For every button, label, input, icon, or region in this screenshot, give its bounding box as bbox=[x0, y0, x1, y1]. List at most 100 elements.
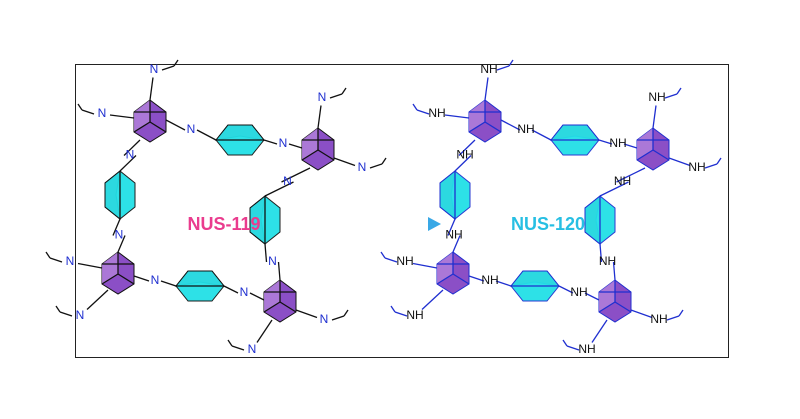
nitrogen-atom-label: N bbox=[187, 122, 196, 136]
bond bbox=[165, 119, 186, 131]
terminal-bond bbox=[161, 65, 175, 71]
bond bbox=[264, 181, 294, 197]
nitrogen-atom-label: NH bbox=[396, 254, 413, 268]
terminal-bond bbox=[381, 157, 387, 165]
terminal-bond bbox=[227, 339, 233, 347]
nitrogen-atom-label: N bbox=[320, 312, 329, 326]
nitrogen-atom-label: NH bbox=[650, 312, 667, 326]
terminal-bond bbox=[496, 65, 510, 71]
bond bbox=[452, 235, 461, 253]
terminal-bond bbox=[630, 309, 653, 319]
terminal-bond bbox=[384, 257, 398, 263]
cage-edge bbox=[301, 149, 319, 161]
terminal-bond bbox=[484, 77, 489, 101]
terminal-bond bbox=[444, 114, 470, 119]
terminal-bond bbox=[664, 93, 678, 99]
bond bbox=[599, 181, 629, 197]
bond bbox=[500, 119, 521, 131]
terminal-bond bbox=[412, 262, 438, 269]
nitrogen-atom-label: N bbox=[151, 273, 160, 287]
cage-edge bbox=[652, 149, 670, 161]
terminal-bond bbox=[668, 157, 691, 167]
reaction-arrow bbox=[345, 217, 441, 231]
bicyclooctane-ring bbox=[174, 270, 226, 302]
bond bbox=[249, 292, 265, 301]
nitrogen-atom-label: N bbox=[66, 254, 75, 268]
terminal-bond bbox=[678, 309, 684, 317]
bond bbox=[616, 167, 646, 183]
bond bbox=[263, 139, 278, 145]
cage-edge bbox=[101, 273, 119, 285]
bond bbox=[117, 235, 126, 253]
terminal-bond bbox=[652, 105, 657, 129]
terminal-bond bbox=[173, 59, 179, 67]
terminal-bond bbox=[295, 309, 318, 319]
bicyclooctane-ring bbox=[549, 124, 601, 156]
adamantane-cage bbox=[468, 99, 502, 143]
nitrogen-atom-label: N bbox=[248, 342, 257, 356]
adamantane-cage bbox=[263, 279, 297, 323]
bicyclooctane-ring bbox=[104, 169, 136, 221]
terminal-bond bbox=[149, 77, 154, 101]
nitrogen-atom-label: NH bbox=[428, 106, 445, 120]
adamantane-cage bbox=[436, 251, 470, 295]
bicyclooctane-ring bbox=[214, 124, 266, 156]
bond bbox=[598, 139, 613, 145]
terminal-bond bbox=[412, 103, 418, 111]
terminal-bond bbox=[86, 289, 109, 310]
bicyclooctane-ring bbox=[584, 194, 616, 246]
cage-edge bbox=[149, 121, 167, 133]
bond bbox=[495, 280, 512, 287]
cage-edge bbox=[263, 301, 281, 313]
bond bbox=[612, 261, 616, 281]
nitrogen-atom-label: NH bbox=[456, 148, 473, 162]
nitrogen-atom-label: N bbox=[358, 160, 367, 174]
terminal-bond bbox=[343, 309, 349, 317]
cage-edge bbox=[317, 149, 335, 161]
terminal-bond bbox=[421, 289, 444, 310]
bond bbox=[454, 155, 472, 172]
bond bbox=[112, 218, 121, 236]
terminal-bond bbox=[666, 315, 680, 321]
nitrogen-atom-label: NH bbox=[570, 285, 587, 299]
nitrogen-atom-label: NH bbox=[599, 254, 616, 268]
nitrogen-atom-label: N bbox=[98, 106, 107, 120]
cage-edge bbox=[468, 121, 486, 133]
cage-edge bbox=[436, 273, 454, 285]
bicyclooctane-ring bbox=[249, 194, 281, 246]
bond bbox=[623, 143, 638, 149]
adamantane-cage bbox=[636, 127, 670, 171]
terminal-bond bbox=[704, 163, 718, 169]
nitrogen-atom-label: N bbox=[318, 90, 327, 104]
terminal-bond bbox=[566, 345, 580, 351]
bond bbox=[281, 167, 311, 183]
bond bbox=[196, 129, 217, 141]
terminal-bond bbox=[59, 311, 73, 317]
bond bbox=[447, 218, 456, 236]
terminal-bond bbox=[716, 157, 722, 165]
terminal-bond bbox=[380, 251, 386, 259]
terminal-bond bbox=[45, 251, 51, 259]
adamantane-cage bbox=[101, 251, 135, 295]
nitrogen-atom-label: NH bbox=[406, 308, 423, 322]
nitrogen-atom-label: N bbox=[126, 148, 135, 162]
terminal-bond bbox=[394, 311, 408, 317]
adamantane-cage bbox=[301, 127, 335, 171]
cage-edge bbox=[598, 301, 616, 313]
cage-edge bbox=[484, 121, 502, 133]
nitrogen-atom-label: NH bbox=[609, 136, 626, 150]
nus-120-label: NUS-120 bbox=[511, 214, 585, 234]
cage-edge bbox=[614, 301, 632, 313]
nitrogen-atom-label: N bbox=[150, 62, 159, 76]
nitrogen-atom-label: N bbox=[279, 136, 288, 150]
bond bbox=[223, 285, 239, 294]
nitrogen-atom-label: NH bbox=[517, 122, 534, 136]
terminal-bond bbox=[416, 109, 430, 115]
terminal-bond bbox=[331, 315, 345, 321]
bicyclooctane-ring bbox=[509, 270, 561, 302]
terminal-bond bbox=[329, 93, 343, 99]
bond bbox=[277, 261, 281, 281]
